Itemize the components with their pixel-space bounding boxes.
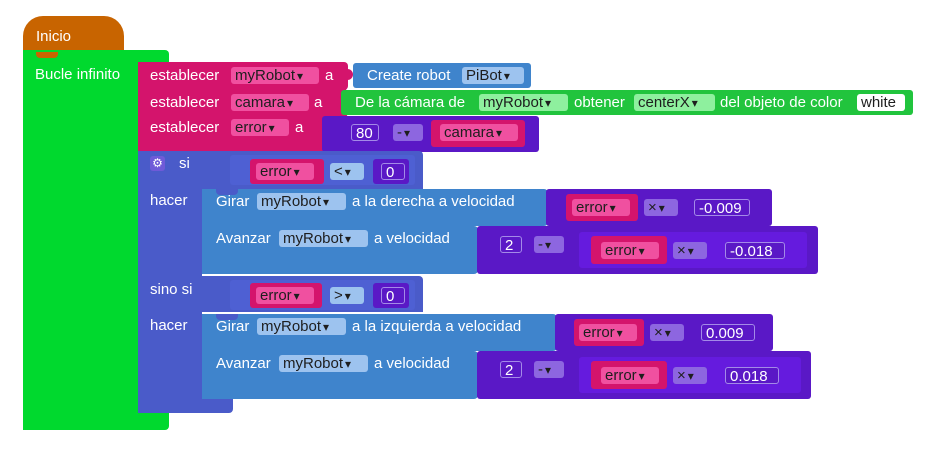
to-label: a [295,119,304,136]
do-label: hacer [150,192,188,209]
create-robot-label: Create robot [367,67,451,84]
notch [216,189,238,195]
operator-dropdown[interactable]: - [534,361,564,378]
number-field[interactable]: 2 [500,236,522,254]
notch [152,90,174,96]
inicio-block[interactable] [23,16,124,52]
var-dropdown-error[interactable]: error [231,119,289,136]
comparison-dropdown[interactable]: < [330,163,364,180]
set-label: establecer [150,67,220,84]
get-error-dropdown[interactable]: error [256,287,314,304]
input-tab [313,121,322,132]
center-dropdown[interactable]: centerX [634,94,715,111]
get-camara-dropdown[interactable]: camara [440,124,518,141]
operator-dropdown[interactable]: × [644,199,678,216]
number-field[interactable]: 2 [500,361,522,379]
number-field[interactable]: -0.009 [694,199,750,217]
color-label: del objeto de color [720,94,843,111]
forever-loop-label: Bucle infinito [35,66,121,83]
to-label: a [314,94,323,111]
notch [216,314,238,320]
var-dropdown-myrobot[interactable]: myRobot [231,67,319,84]
notch [36,52,58,58]
operator-dropdown[interactable]: - [534,236,564,253]
advance-label: Avanzar [216,355,271,372]
operator-dropdown[interactable]: - [393,124,423,141]
input-tab [537,196,546,207]
set-label: establecer [150,94,220,111]
number-field[interactable]: 0 [381,163,405,181]
turn-label: Girar [216,318,250,335]
to-label: a [325,67,334,84]
input-tab [546,321,555,332]
turn-robot-dropdown[interactable]: myRobot [257,318,346,335]
else-if-label: sino si [150,281,193,298]
camera-label: De la cámara de [355,94,466,111]
left-speed-label: a la izquierda a velocidad [352,318,522,335]
camera-robot-dropdown[interactable]: myRobot [479,94,568,111]
advance-label: Avanzar [216,230,271,247]
number-field[interactable]: -0.018 [725,242,785,260]
camera-object-block[interactable] [341,90,913,115]
get-error-dropdown[interactable]: error [601,242,659,259]
input-tab [344,69,353,80]
number-field[interactable]: 0.018 [725,367,779,385]
operator-dropdown[interactable]: × [673,367,707,384]
forever-loop-footer [23,412,169,430]
advance-robot-dropdown[interactable]: myRobot [279,355,368,372]
set-label: establecer [150,119,220,136]
var-dropdown-camara[interactable]: camara [231,94,309,111]
input-tab [468,234,477,245]
input-tab [332,96,341,107]
do-label: hacer [150,317,188,334]
robot-type-dropdown[interactable]: PiBot [462,67,524,84]
if-block-footer [138,399,233,413]
input-tab [468,359,477,370]
at-speed-label: a velocidad [374,230,450,247]
right-speed-label: a la derecha a velocidad [352,193,515,210]
gear-icon[interactable]: ⚙ [150,156,165,171]
turn-label: Girar [216,193,250,210]
color-field[interactable]: white [857,94,905,111]
get-error-dropdown[interactable]: error [579,324,637,341]
turn-robot-dropdown[interactable]: myRobot [257,193,346,210]
inicio-label: Inicio [36,28,72,45]
number-field[interactable]: 80 [351,124,379,142]
operator-dropdown[interactable]: × [650,324,684,341]
number-field[interactable]: 0.009 [701,324,755,342]
comparison-dropdown[interactable]: > [330,287,364,304]
number-field[interactable]: 0 [381,287,405,305]
if-label: si [179,155,190,172]
get-error-dropdown[interactable]: error [601,367,659,384]
at-speed-label: a velocidad [374,355,450,372]
forever-loop-body [23,50,138,430]
advance-robot-dropdown[interactable]: myRobot [279,230,368,247]
get-error-dropdown[interactable]: error [572,199,630,216]
get-label: obtener [574,94,625,111]
get-error-dropdown[interactable]: error [256,163,314,180]
operator-dropdown[interactable]: × [673,242,707,259]
